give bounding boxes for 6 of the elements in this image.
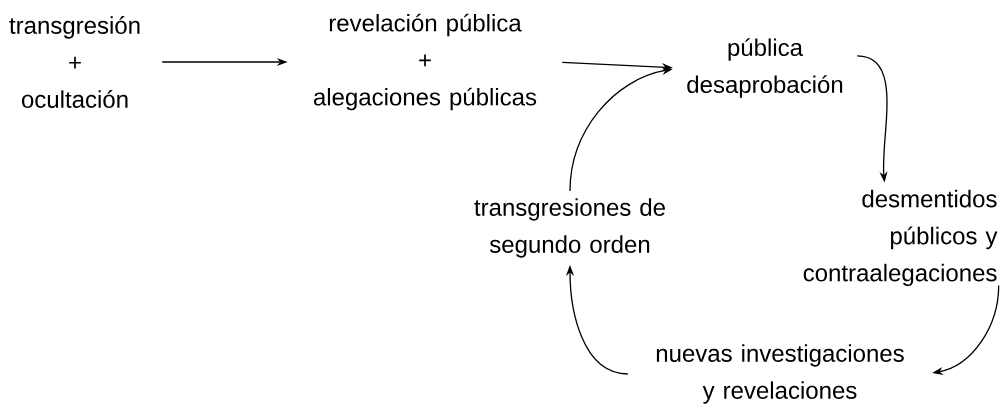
- node-text: revelación pública + alegaciones públicas: [313, 13, 537, 111]
- node-text: transgresiones de segundo orden: [474, 198, 665, 258]
- node-text: transgresión + ocultación: [9, 16, 140, 108]
- node-text: pública desaprobación: [687, 38, 843, 98]
- node-text: nuevas investigaciones y revelaciones: [656, 344, 904, 404]
- node-text: desmentidos públicos y contraalegaciones: [803, 189, 998, 287]
